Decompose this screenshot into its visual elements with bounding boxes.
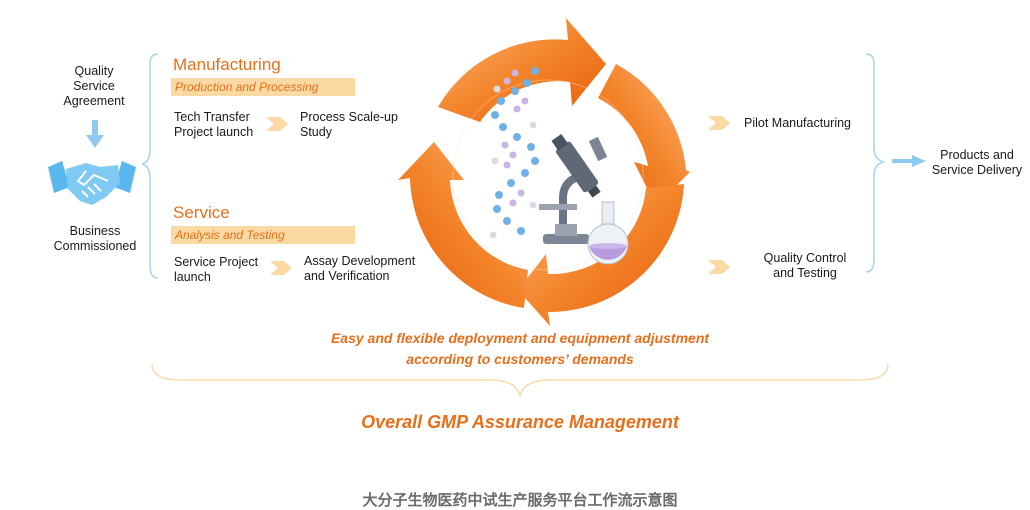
down-arrow-icon bbox=[86, 120, 104, 148]
service-project-line1: Service Project bbox=[174, 255, 259, 269]
business-commissioned-label: Business Commissioned bbox=[48, 224, 142, 254]
quality-control-line2: and Testing bbox=[773, 266, 837, 280]
quality-control-line1: Quality Control bbox=[763, 251, 847, 265]
quality-agreement-line2: Service bbox=[73, 79, 115, 93]
assay-step: Assay Development and Verification bbox=[304, 254, 415, 284]
cycle-caption-line1: Easy and flexible deployment and equipme… bbox=[330, 330, 710, 346]
service-title: Service bbox=[173, 203, 230, 222]
left-brace bbox=[141, 53, 159, 279]
cycle-arrow-left bbox=[398, 142, 528, 308]
tech-transfer-line1: Tech Transfer bbox=[174, 110, 250, 124]
manufacturing-subtitle: Production and Processing bbox=[171, 78, 355, 96]
scale-up-step: Process Scale-up Study bbox=[300, 110, 398, 140]
service-subtitle: Analysis and Testing bbox=[171, 226, 355, 244]
gmp-title: Overall GMP Assurance Management bbox=[361, 412, 679, 432]
chevron-right-icon bbox=[270, 261, 292, 275]
manufacturing-title: Manufacturing bbox=[173, 55, 281, 74]
quality-agreement-line3: Agreement bbox=[63, 94, 125, 108]
business-commissioned-line2: Commissioned bbox=[53, 239, 137, 253]
handshake-icon bbox=[48, 161, 136, 205]
tech-transfer-line2: Project launch bbox=[174, 125, 254, 139]
right-arrow-icon bbox=[892, 155, 926, 167]
cycle-arrow-top bbox=[438, 18, 606, 122]
service-project-step: Service Project launch bbox=[174, 255, 258, 285]
dna-icon bbox=[489, 67, 539, 239]
assay-line1: Assay Development bbox=[304, 254, 416, 268]
quality-control-label: Quality Control and Testing bbox=[755, 251, 855, 281]
business-commissioned-line1: Business bbox=[69, 224, 121, 238]
tech-transfer-step: Tech Transfer Project launch bbox=[174, 110, 253, 140]
quality-agreement-label: Quality Service Agreement bbox=[52, 64, 136, 109]
flask-icon bbox=[587, 201, 629, 265]
right-brace bbox=[865, 53, 885, 273]
scale-up-line1: Process Scale-up bbox=[300, 110, 398, 124]
cycle-caption: Easy and flexible deployment and equipme… bbox=[250, 328, 790, 370]
cycle-caption-line2: according to customers’ demands bbox=[406, 351, 634, 367]
service-project-line2: launch bbox=[174, 270, 211, 284]
cycle-arrow-bottom bbox=[518, 184, 684, 326]
pilot-manufacturing-label: Pilot Manufacturing bbox=[744, 116, 852, 130]
chevron-right-icon bbox=[708, 116, 730, 130]
quality-agreement-line1: Quality bbox=[74, 64, 114, 78]
assay-line2: and Verification bbox=[304, 269, 390, 283]
delivery-label: Products and Service Delivery bbox=[926, 148, 1028, 178]
scale-up-line2: Study bbox=[300, 125, 332, 139]
cycle-arrow-right bbox=[598, 64, 690, 206]
chevron-right-icon bbox=[266, 117, 288, 131]
cycle-ring bbox=[398, 18, 690, 326]
delivery-line2: Service Delivery bbox=[931, 163, 1023, 177]
footer-caption: 大分子生物医药中试生产服务平台工作流示意图 bbox=[362, 491, 678, 509]
delivery-line1: Products and bbox=[940, 148, 1014, 162]
chevron-right-icon bbox=[708, 260, 730, 274]
bottom-brace bbox=[151, 363, 889, 397]
microscope-icon bbox=[539, 134, 608, 244]
